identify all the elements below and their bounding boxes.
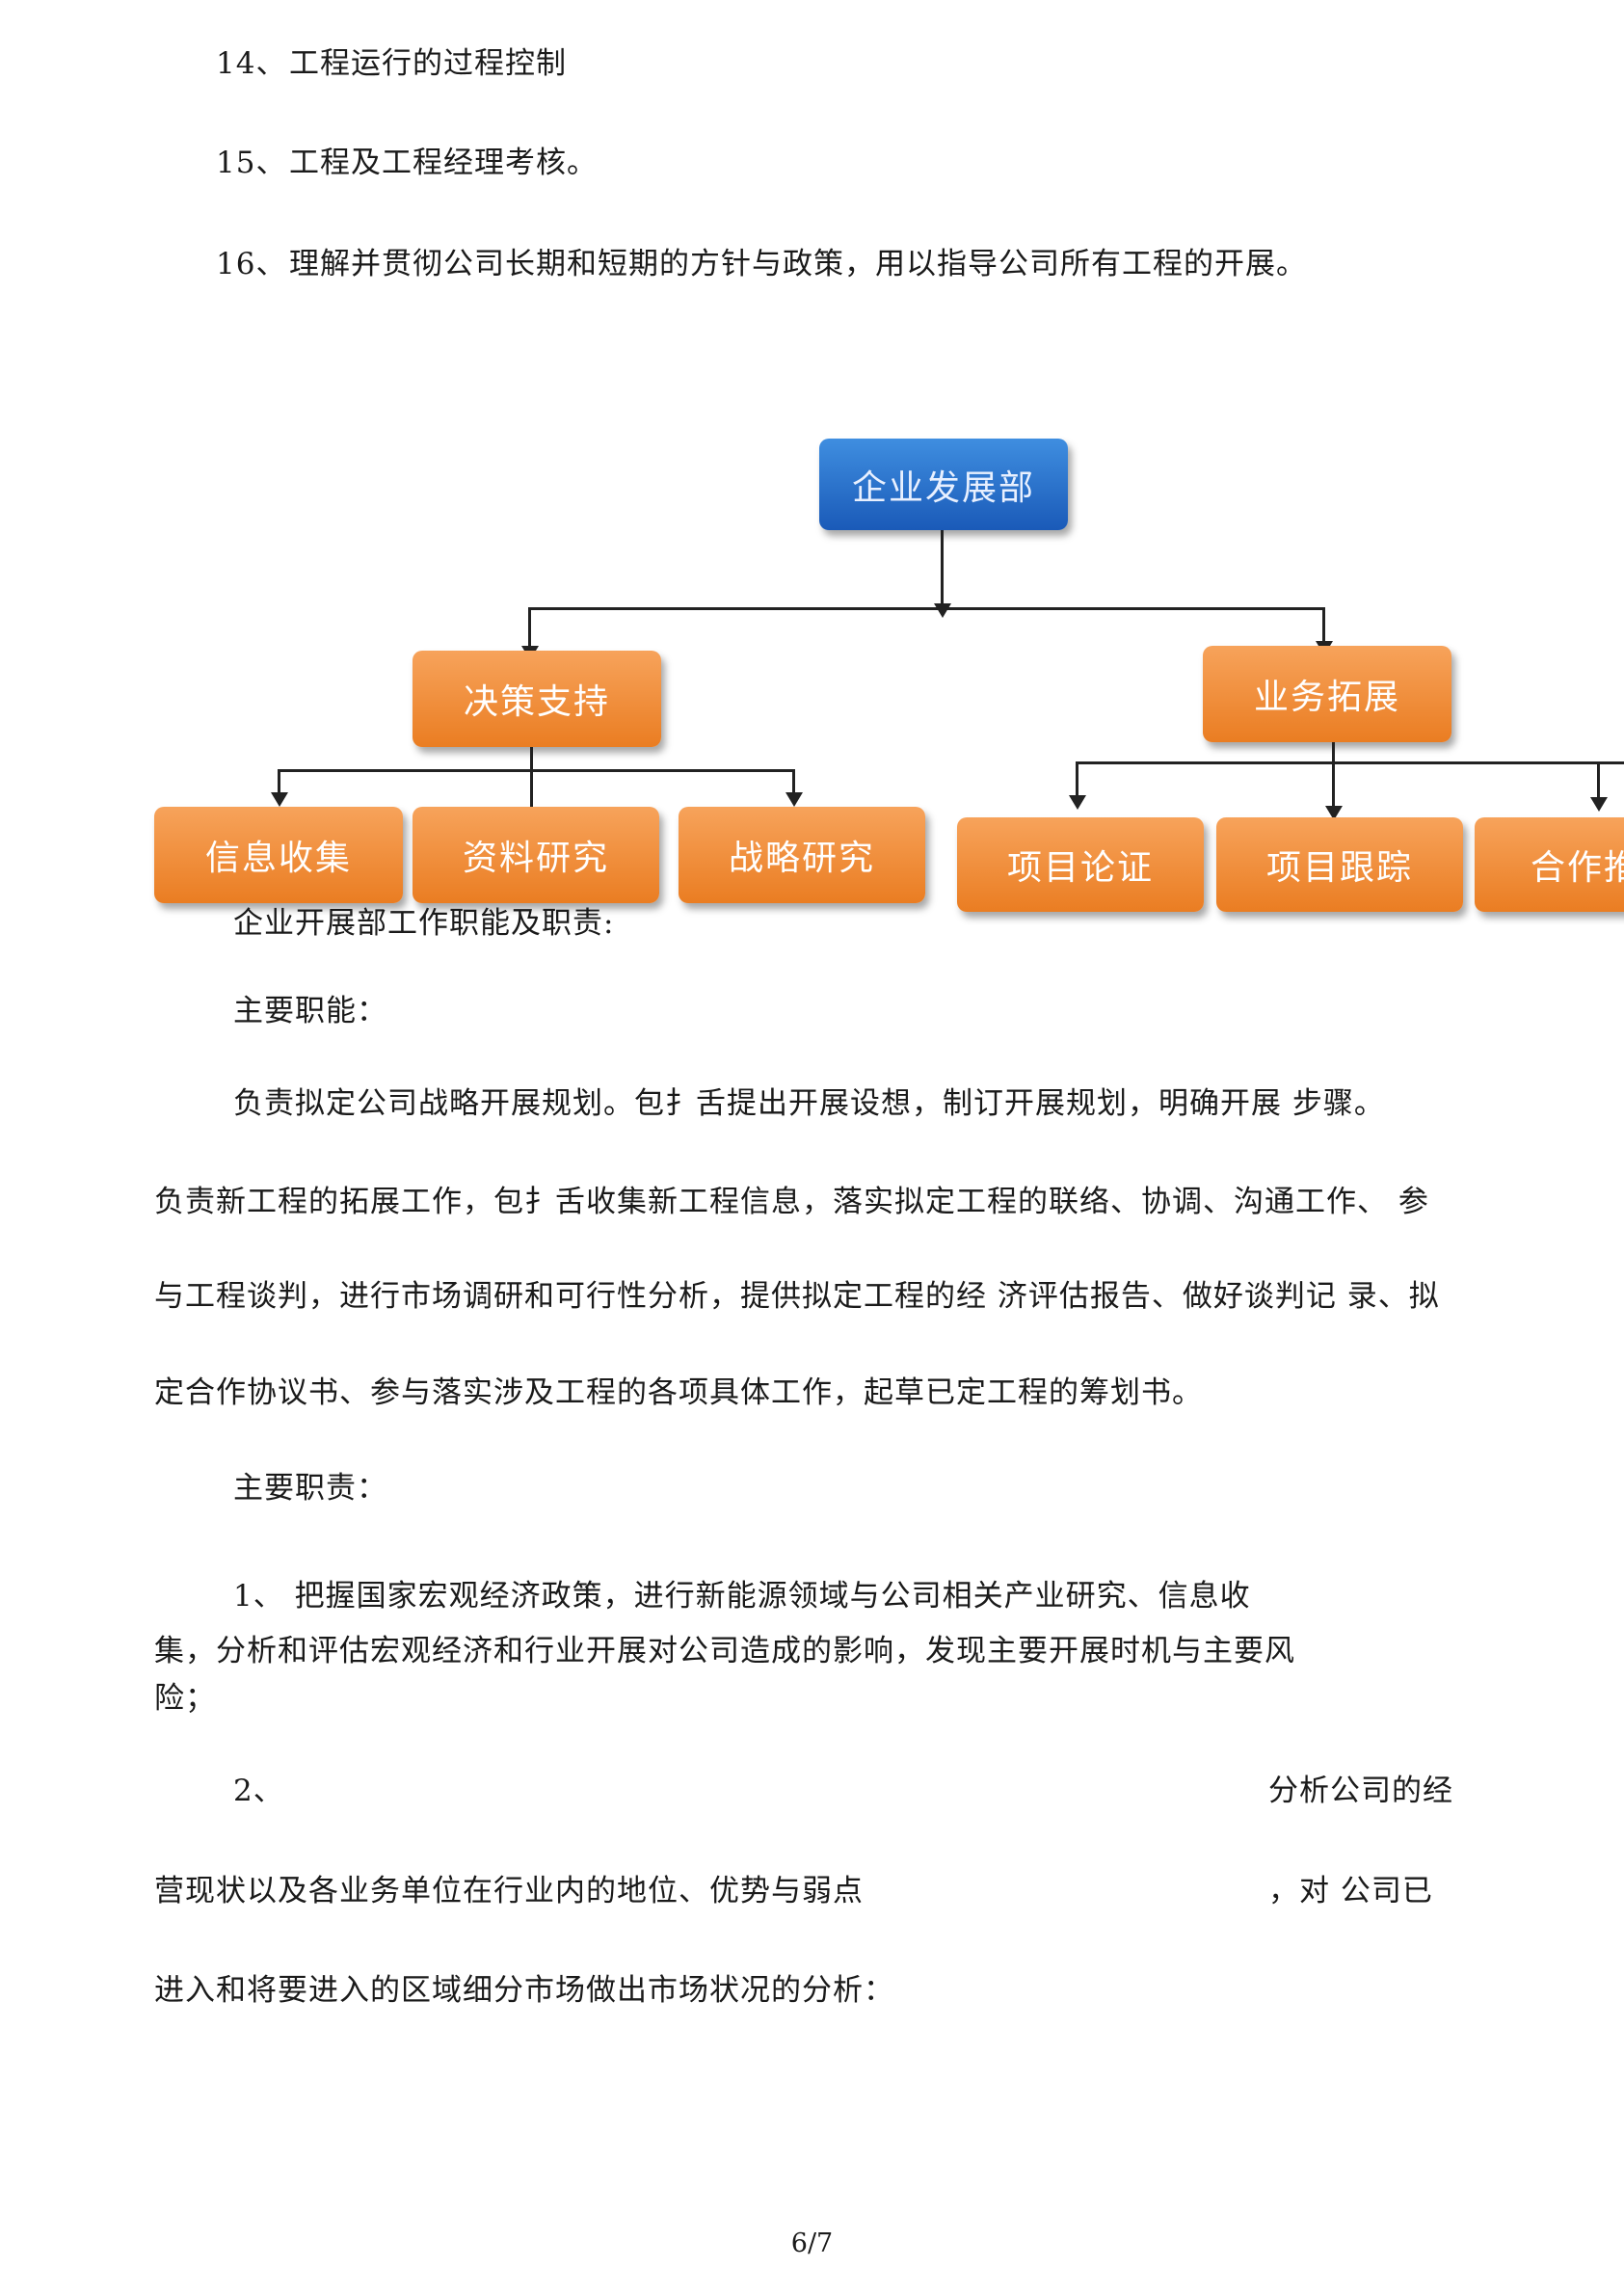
duty-1-line-3: 险； (154, 1681, 216, 1716)
duties-heading: 主要职责： (233, 1471, 387, 1506)
list-item-14-number: 14、 (216, 46, 287, 81)
org-node-strategy-research: 战略研究 (679, 807, 925, 903)
duty-2-line-1-right: 分析公司的经 (1268, 1774, 1453, 1808)
functions-heading: 主要职能： (233, 994, 387, 1028)
connector-line (278, 769, 280, 796)
org-node-cooperation: 合作推 (1475, 817, 1624, 912)
org-node-project-evaluation: 项目论证 (957, 817, 1204, 912)
org-node-data-research: 资料研究 (413, 807, 659, 903)
arrow-down-icon (1325, 806, 1343, 820)
org-node-root: 企业发展部 (819, 439, 1068, 530)
connector-line (941, 530, 944, 607)
duty-2-line-2-right: ，对 公司已 (1268, 1874, 1433, 1908)
connector-line (792, 769, 795, 796)
list-item-16-number: 16、 (216, 247, 287, 281)
duty-2-number: 2、 (233, 1774, 284, 1808)
connector-line (1322, 607, 1325, 646)
connector-line (528, 607, 1324, 610)
org-node-info-collection: 信息收集 (154, 807, 403, 903)
duty-2-line-2-left: 营现状以及各业务单位在行业内的地位、优势与弱点 (154, 1874, 864, 1908)
org-node-business-expansion: 业务拓展 (1203, 646, 1451, 742)
org-node-decision-support: 决策支持 (413, 651, 661, 747)
section-title: 企业开展部工作职能及职责: (233, 906, 615, 941)
connector-line (1076, 761, 1624, 764)
functions-line-3: 与工程谈判，进行市场调研和可行性分析，提供拟定工程的经 济评估报告、做好谈判记 … (154, 1279, 1440, 1314)
duty-2-line-3: 进入和将要进入的区域细分市场做出市场状况的分析： (154, 1973, 894, 2008)
list-item-15-text: 工程及工程经理考核。 (289, 146, 598, 180)
list-item-16-text: 理解并贯彻公司长期和短期的方针与政策，用以指导公司所有工程的开展。 (289, 247, 1307, 281)
functions-line-1: 负责拟定公司战略开展规划。包扌舌提出开展设想，制订开展规划，明确开展 步骤。 (233, 1086, 1385, 1121)
list-item-15-number: 15、 (216, 146, 287, 180)
duty-1-line-1: 1、 把握国家宏观经济政策，进行新能源领域与公司相关产业研究、信息收 (233, 1579, 1251, 1614)
arrow-down-icon (1069, 795, 1086, 810)
functions-line-2: 负责新工程的拓展工作，包扌舌收集新工程信息，落实拟定工程的联络、协调、沟通工作、… (154, 1185, 1429, 1219)
arrow-down-icon (934, 603, 951, 618)
connector-line (530, 747, 533, 814)
connector-line (278, 769, 795, 772)
connector-line (1597, 761, 1600, 800)
list-item-14-text: 工程运行的过程控制 (289, 46, 567, 81)
arrow-down-icon (271, 792, 288, 807)
page-number: 6/7 (790, 2228, 834, 2258)
org-chart: 企业发展部 决策支持 信息收集 资料研究 战略研究 业务拓展 项目论证 项目跟踪… (0, 414, 1624, 925)
arrow-down-icon (1590, 797, 1608, 812)
duty-1-line-2: 集，分析和评估宏观经济和行业开展对公司造成的影响，发现主要开展时机与主要风 (154, 1634, 1295, 1668)
org-node-project-tracking: 项目跟踪 (1216, 817, 1463, 912)
arrow-down-icon (785, 792, 803, 807)
connector-line (1332, 742, 1335, 810)
connector-line (1076, 761, 1078, 798)
functions-line-4: 定合作协议书、参与落实涉及工程的各项具体工作，起草已定工程的筹划书。 (154, 1375, 1203, 1410)
connector-line (528, 607, 531, 651)
